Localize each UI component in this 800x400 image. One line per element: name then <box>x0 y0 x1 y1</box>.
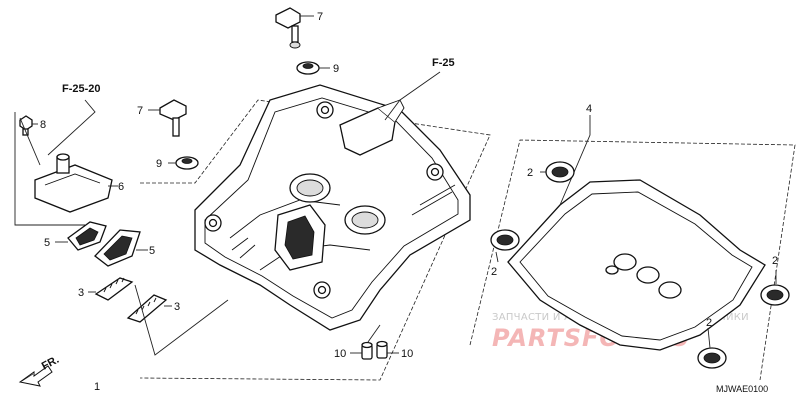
callout-9-left: 9 <box>156 158 162 170</box>
callout-1: 1 <box>94 381 100 393</box>
seal-2b <box>490 229 520 251</box>
callout-2c: 2 <box>772 255 778 267</box>
leader-ref-left-c <box>19 117 41 166</box>
leader-ref-left <box>47 99 96 156</box>
reference-left: F-25-20 <box>62 83 101 95</box>
callout-10a: 10 <box>334 348 346 360</box>
leader-2b <box>495 251 499 263</box>
head-cover-gasket-4 <box>507 179 766 351</box>
leader-assembly-left <box>134 284 229 356</box>
diagram-code: MJWAE0100 <box>716 384 768 394</box>
breather-cap-6 <box>34 153 113 213</box>
callout-7-top: 7 <box>317 11 323 23</box>
grommet-9-left <box>175 156 199 170</box>
mount-3b <box>126 294 168 323</box>
callout-2a: 2 <box>527 167 533 179</box>
callout-8: 8 <box>40 119 46 131</box>
front-arrow-icon <box>18 365 53 387</box>
leader-10-up <box>367 324 381 343</box>
leader-ref-top <box>384 71 441 121</box>
callout-4: 4 <box>586 103 592 115</box>
leader-4 <box>559 115 591 206</box>
callout-5b: 5 <box>149 245 155 257</box>
collar-10a <box>361 341 373 360</box>
mount-3a <box>94 277 134 301</box>
callout-6: 6 <box>118 181 124 193</box>
seal-5b <box>94 229 141 267</box>
callout-2b: 2 <box>491 266 497 278</box>
leader-2d <box>707 327 711 349</box>
seal-5a <box>67 221 107 251</box>
front-label: FR. <box>40 354 61 373</box>
callout-3b: 3 <box>174 301 180 313</box>
callout-7-left: 7 <box>137 105 143 117</box>
callout-2d: 2 <box>706 317 712 329</box>
bolt-7-left <box>159 99 187 137</box>
bolt-7-top <box>275 7 301 49</box>
cylinder-head-cover <box>194 84 471 331</box>
leader-ref-left-b <box>14 112 85 226</box>
callout-10b: 10 <box>401 348 413 360</box>
callout-9-top: 9 <box>333 63 339 75</box>
reference-top: F-25 <box>432 57 455 69</box>
grommet-9-top <box>296 61 320 75</box>
collar-10b <box>376 340 388 359</box>
callout-5a: 5 <box>44 237 50 249</box>
callout-3a: 3 <box>78 287 84 299</box>
seal-2d <box>697 347 727 369</box>
seal-2a <box>545 161 575 183</box>
seal-2c <box>760 284 790 306</box>
